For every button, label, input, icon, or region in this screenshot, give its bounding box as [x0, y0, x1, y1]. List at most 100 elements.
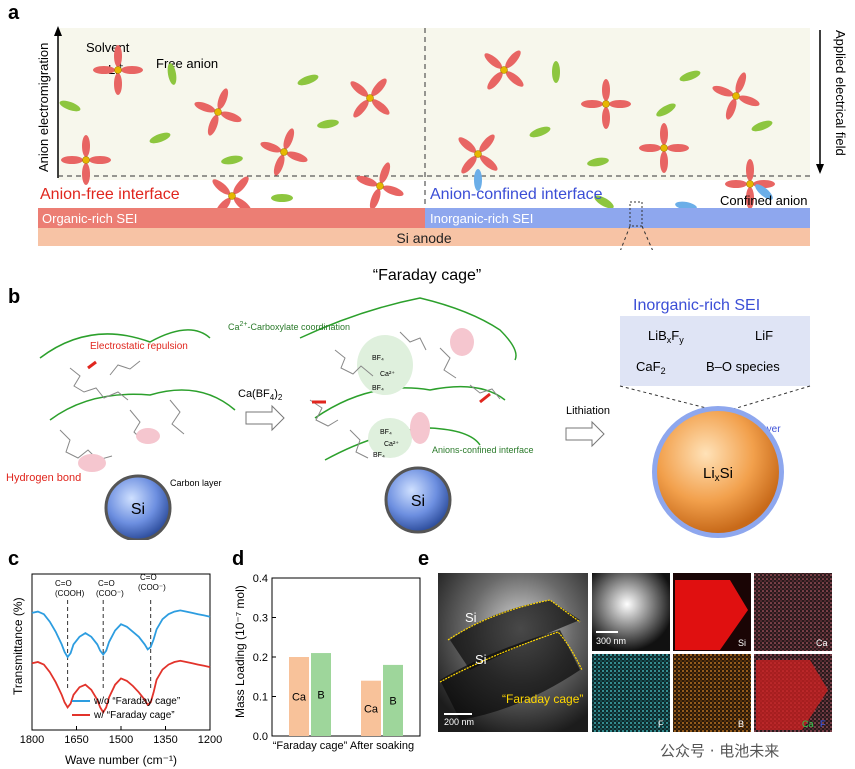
peak3-sub: (COO⁻): [138, 583, 166, 592]
panel-b-label: b: [8, 286, 21, 308]
peak1-label: C=O: [55, 579, 72, 588]
repulsion-label: Electrostatic repulsion: [90, 341, 188, 352]
confined-anion: [755, 184, 773, 200]
free-anion-label: Free anion: [156, 56, 218, 71]
ca-map: [754, 573, 832, 651]
b-map: [673, 654, 751, 732]
lithiation-label: Lithiation: [566, 405, 610, 417]
si-label-middle: Si: [411, 493, 425, 510]
solvated-li: [484, 50, 524, 90]
free-anion: [552, 61, 560, 83]
right-axis-label: Applied electrical field: [833, 30, 848, 156]
legend-wo: w/o “Faraday cage”: [93, 696, 180, 707]
d-ytick-label: 0.0: [253, 731, 268, 743]
free-anion: [317, 119, 339, 129]
c-series-line: [31, 609, 211, 659]
confined-anion: [474, 169, 482, 191]
free-anion: [587, 157, 609, 167]
d-category-label: “Faraday cage”: [273, 740, 348, 752]
map-f2-label: F: [820, 719, 826, 729]
d-bar-label: B: [389, 695, 396, 707]
map-b-label: B: [738, 719, 744, 729]
organic-sei-label: Organic-rich SEI: [42, 211, 137, 226]
c-series-line: [31, 659, 211, 715]
solvated-li: [712, 72, 760, 120]
tem-si-1: Si: [465, 610, 477, 625]
middle-polymer-chains: [309, 331, 501, 459]
f-map: [592, 654, 670, 732]
sei-components-box: [620, 316, 810, 386]
c-xtick-label: 1800: [20, 734, 44, 746]
free-anion: [59, 100, 81, 112]
legend-w: w/ “Faraday cage”: [93, 710, 175, 721]
map-ca2-label: Ca: [802, 719, 814, 729]
organic-sei-layer: [38, 208, 425, 228]
c-xtick-label: 1350: [153, 734, 177, 746]
tem-scale-1: 200 nm: [444, 717, 474, 727]
solvated-li: [194, 88, 242, 136]
free-anion: [271, 194, 293, 202]
inorganic-sei-label: Inorganic-rich SEI: [430, 211, 533, 226]
solvated-li: [93, 45, 143, 95]
reagent-label: Ca(BF4)2: [238, 388, 283, 402]
d-bar-label: B: [317, 690, 324, 702]
free-anion: [297, 74, 319, 86]
right-interface-title: Anion-confined interface: [430, 186, 603, 203]
bf4-label-3: BF₄: [380, 429, 392, 436]
si-particle-left: [104, 474, 172, 540]
free-anion: [751, 120, 773, 132]
map-ca-label: Ca: [816, 638, 828, 648]
c-xlabel: Wave number (cm⁻¹): [65, 753, 177, 767]
hbond-label: Hydrogen bond: [6, 472, 81, 484]
solvated-li: [350, 78, 390, 118]
panel-c-label: c: [8, 548, 20, 570]
left-interface-title: Anion-free interface: [40, 186, 180, 203]
sei-title: Inorganic-rich SEI: [633, 297, 760, 314]
lixsi-label: LixSi: [703, 465, 733, 484]
solvated-li: [260, 128, 308, 176]
bf4-label-1: BF₄: [372, 355, 384, 362]
d-ytick-label: 0.1: [253, 692, 268, 704]
free-anion: [167, 63, 177, 85]
tem-scale-2: 300 nm: [596, 636, 626, 646]
tem-cage-label: “Faraday cage”: [502, 692, 583, 706]
solvated-li: [356, 162, 404, 210]
sei-caf: CaF2: [636, 359, 666, 376]
peak3-label: C=O: [140, 573, 157, 582]
bf4-label-2: BF₄: [372, 385, 384, 392]
d-ytick-label: 0.2: [253, 652, 268, 664]
peak1-sub: (COOH): [55, 589, 85, 598]
anions-confined-label: Anions-confined interface: [432, 445, 534, 455]
carbon-layer-label: Carbon layer: [170, 478, 222, 488]
tem-images: Si Si “Faraday cage” 200 nm 300 nm Si Ca…: [438, 573, 832, 732]
d-category-label: After soaking: [350, 740, 414, 752]
solvated-li: [581, 79, 631, 129]
c-xtick-label: 1500: [109, 734, 133, 746]
d-bar: [289, 657, 309, 736]
free-anion: [529, 126, 551, 138]
tem-si-2: Si: [475, 652, 487, 667]
map-f-label: F: [658, 719, 664, 729]
panel-b-diagram: “Faraday cage” Electrostatic repulsion H…: [6, 267, 811, 540]
d-bar-label: Ca: [364, 703, 379, 715]
free-anion: [594, 195, 614, 209]
c-ylabel: Transmittance (%): [11, 597, 25, 695]
panel-e-label: e: [418, 548, 430, 570]
solvated-li: [61, 135, 111, 185]
d-bar: [383, 664, 403, 736]
si-label-left: Si: [131, 501, 145, 518]
map-si-label: Si: [738, 638, 746, 648]
d-ytick-label: 0.3: [253, 613, 268, 625]
solvent-label: Solvent: [86, 40, 130, 55]
confined-anion-label: Confined anion: [720, 193, 807, 208]
solvated-li: [458, 134, 498, 174]
si-particle-middle: [384, 466, 452, 534]
left-polymer-chains: [59, 360, 185, 461]
free-anion: [679, 70, 701, 82]
panel-a-label: a: [8, 2, 20, 24]
free-anion: [656, 103, 676, 117]
sei-libf: LiBxFy: [648, 328, 684, 345]
si-anode-layer: [38, 228, 810, 246]
